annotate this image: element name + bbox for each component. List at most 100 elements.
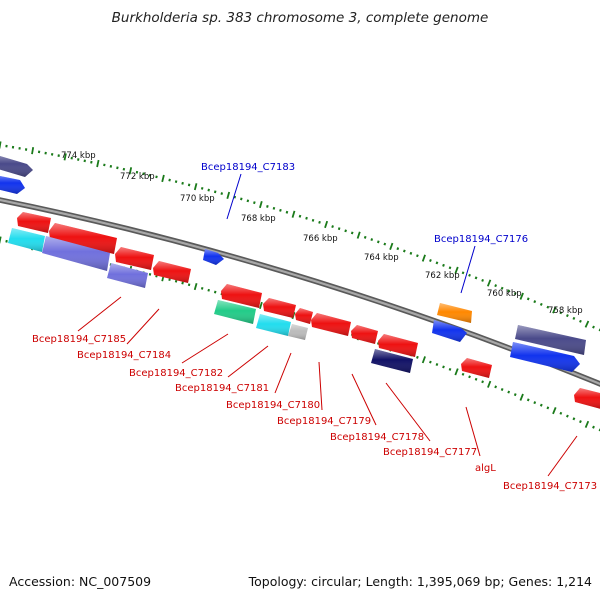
outer-tick-80	[519, 292, 524, 300]
outer-tick-77	[500, 286, 504, 290]
inner-tick-70	[454, 368, 459, 376]
gene-label-C7178[interactable]: Bcep18194_C7178	[330, 432, 424, 443]
gene-cyan-left[interactable]	[8, 228, 45, 252]
gene-red-left-small[interactable]	[17, 212, 51, 233]
gene-blue-right-long[interactable]	[510, 342, 580, 372]
outer-tick-50	[324, 220, 329, 229]
callout-C7180	[274, 352, 292, 394]
gene-slate-right[interactable]	[515, 325, 586, 355]
outer-tick-44	[285, 210, 289, 214]
scale-label-762kbp: 762 kbp	[425, 271, 460, 281]
inner-tick-1	[5, 239, 8, 243]
gene-slate-far-left[interactable]	[0, 153, 33, 177]
gene-red-C7181[interactable]	[263, 298, 296, 318]
inner-tick-30	[193, 282, 198, 291]
gene-red-C7173[interactable]	[574, 388, 600, 409]
inner-tick-81	[526, 398, 530, 402]
outer-tick-27	[174, 180, 178, 184]
inner-tick-65	[421, 356, 426, 364]
gene-red-C7180[interactable]	[295, 308, 313, 324]
inner-tick-84	[546, 406, 550, 410]
gene-label-C7181[interactable]: Bcep18194_C7181	[175, 383, 269, 394]
outer-tick-29	[187, 183, 191, 187]
gene-label-C7176[interactable]: Bcep18194_C7176	[434, 234, 528, 245]
gene-label-C7183[interactable]: Bcep18194_C7183	[201, 162, 295, 173]
outer-tick-67	[435, 261, 439, 265]
inner-tick-82	[533, 401, 537, 405]
inner-tick-85	[552, 407, 557, 415]
callout-C7185	[77, 296, 122, 332]
gene-red-C7177[interactable]	[378, 334, 418, 357]
outer-tick-33	[213, 190, 217, 194]
gene-label-C7182[interactable]: Bcep18194_C7182	[129, 368, 223, 379]
gene-label-C7179[interactable]: Bcep18194_C7179	[277, 416, 371, 427]
inner-tick-68	[442, 365, 445, 369]
gene-blue-C7183[interactable]	[203, 249, 224, 265]
gene-red-C7178[interactable]	[351, 325, 378, 344]
outer-tick-17	[109, 164, 113, 168]
outer-tick-48	[311, 218, 315, 222]
outer-tick-20	[128, 167, 133, 175]
inner-tick-64	[416, 355, 419, 359]
outer-tick-22	[142, 172, 145, 176]
outer-tick-81	[526, 297, 530, 301]
outer-tick-56	[363, 235, 367, 239]
outer-tick-68	[442, 263, 445, 267]
inner-tick-83	[539, 403, 543, 407]
outer-tick-24	[155, 175, 158, 179]
outer-tick-32	[207, 188, 210, 192]
gene-navy-C7178[interactable]	[371, 349, 413, 373]
gene-orange-C7176[interactable]	[437, 303, 472, 323]
outer-tick-73	[474, 276, 478, 280]
inner-tick-72	[468, 375, 471, 379]
gene-red-C7184[interactable]	[115, 247, 154, 270]
callout-C7176	[460, 245, 476, 294]
outer-tick-0	[0, 141, 2, 149]
gene-red-C7182[interactable]	[221, 284, 262, 308]
inner-tick-40	[259, 301, 263, 310]
map-title: Burkholderia sp. 383 chromosome 3, compl…	[111, 10, 489, 26]
gene-label-C7180[interactable]: Bcep18194_C7180	[226, 400, 320, 411]
gene-label-C7177[interactable]: Bcep18194_C7177	[383, 447, 477, 458]
inner-tick-29	[187, 283, 191, 287]
outer-tick-14	[90, 160, 93, 164]
gene-label-C7173[interactable]: Bcep18194_C7173	[503, 481, 597, 492]
outer-tick-13	[83, 159, 86, 163]
gene-lavender-long[interactable]	[42, 236, 110, 271]
outer-tick-89	[579, 319, 582, 323]
gene-lavender-short[interactable]	[107, 263, 148, 288]
gene-label-C7184[interactable]: Bcep18194_C7184	[77, 350, 171, 361]
gene-green-C7182[interactable]	[214, 300, 256, 324]
outer-tick-90	[584, 320, 590, 328]
gene-red-C7185[interactable]	[49, 223, 117, 254]
gene-red-algL[interactable]	[461, 358, 492, 378]
accession-number: Accession: NC_007509	[9, 574, 152, 589]
outer-tick-61	[396, 247, 400, 251]
gene-cyan-C7181[interactable]	[256, 314, 291, 336]
inner-tick-90	[584, 420, 590, 428]
inner-tick-77	[500, 388, 504, 391]
outer-tick-23	[148, 173, 152, 177]
outer-tick-30	[193, 183, 198, 191]
outer-tick-69	[448, 266, 452, 270]
scale-label-774kbp: 774 kbp	[61, 151, 96, 161]
gene-gray-C7180[interactable]	[288, 324, 308, 340]
gene-red-C7179[interactable]	[311, 313, 351, 336]
scale-label-758kbp: 758 kbp	[548, 306, 583, 316]
outer-tick-71	[461, 271, 465, 275]
outer-tick-49	[318, 220, 321, 224]
gene-blue-right-lower[interactable]	[432, 320, 467, 342]
outer-tick-46	[298, 214, 302, 218]
gene-label-algL[interactable]: algL	[475, 463, 496, 474]
gene-red-mid-left[interactable]	[153, 261, 191, 283]
inner-tick-86	[559, 411, 563, 415]
gene-blue-far-left[interactable]	[0, 174, 25, 194]
outer-tick-7	[44, 151, 47, 155]
callout-C7179	[318, 361, 323, 411]
outer-tick-53	[344, 229, 347, 233]
outer-tick-79	[513, 292, 517, 296]
outer-tick-64	[416, 254, 419, 258]
gene-label-C7185[interactable]: Bcep18194_C7185	[32, 334, 126, 345]
